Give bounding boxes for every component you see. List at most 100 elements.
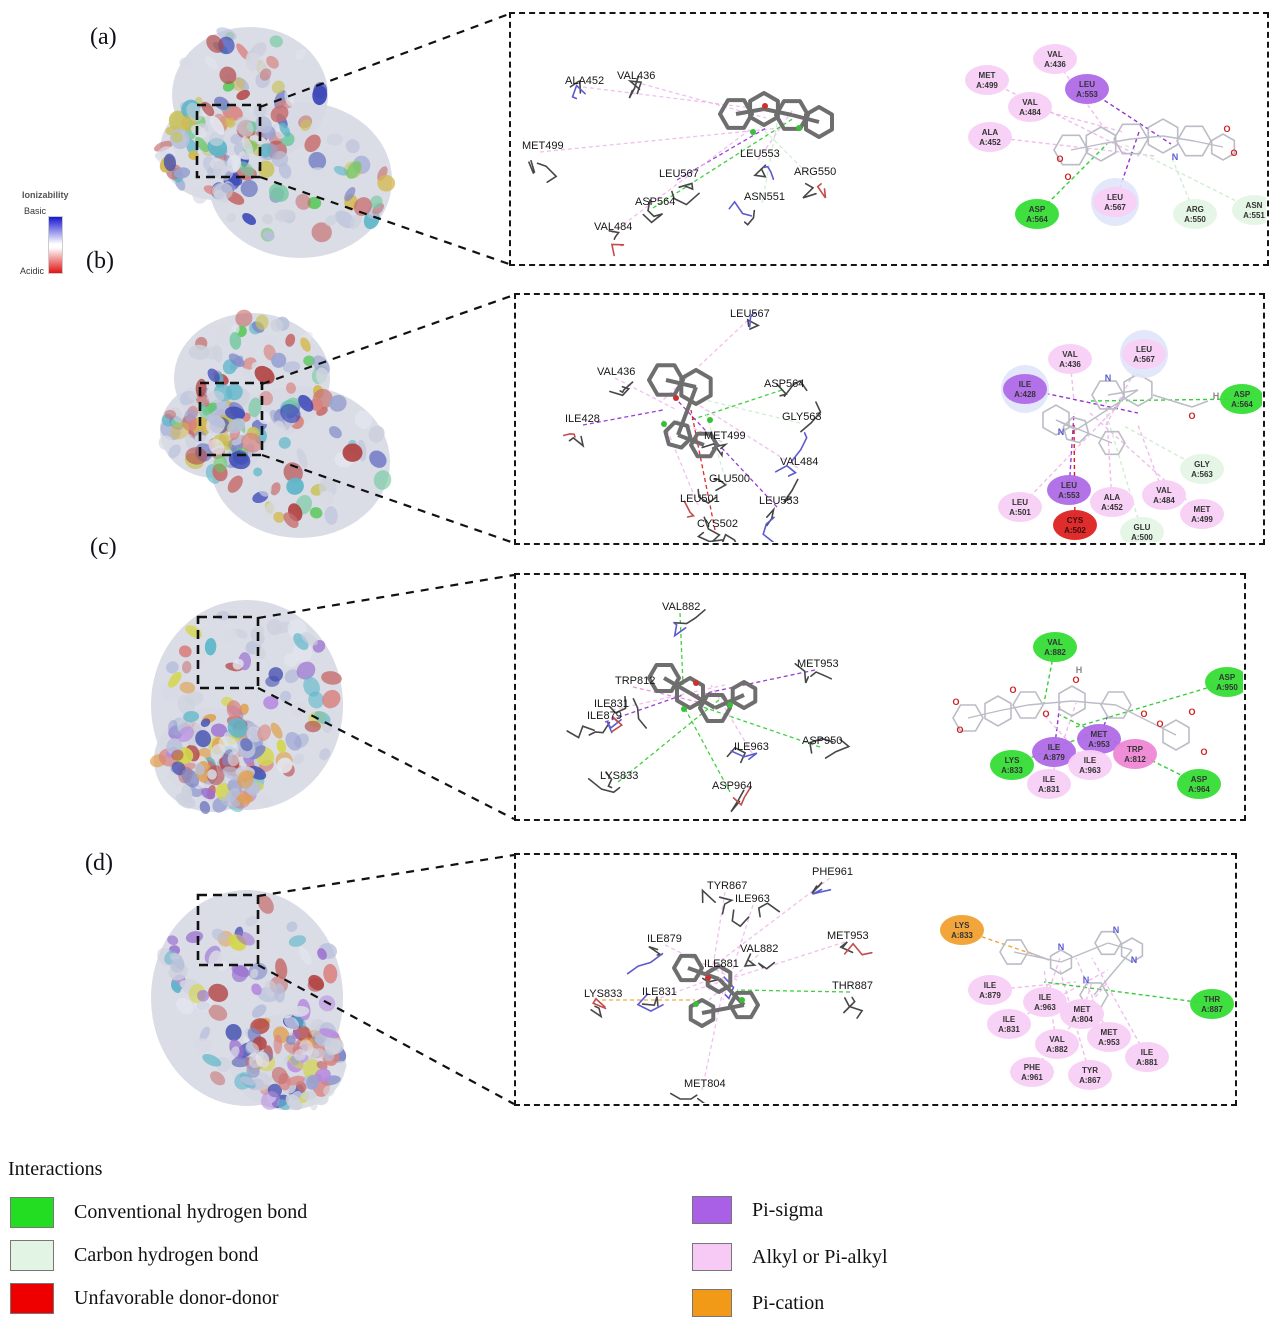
residue-badge-number: A:553 xyxy=(1058,491,1080,500)
legend-swatch-alkyl xyxy=(692,1243,732,1271)
residue-badge-number: A:553 xyxy=(1076,90,1098,99)
legend-swatch-unfavorable xyxy=(10,1283,54,1314)
row-label-d: (d) xyxy=(85,850,113,876)
residue-badge xyxy=(1087,1022,1131,1052)
residue-label-3d: LYS833 xyxy=(600,770,638,782)
legend-label: Carbon hydrogen bond xyxy=(74,1244,259,1266)
residue-badge-number: A:879 xyxy=(1043,753,1065,762)
residue-label-3d: ASP950 xyxy=(802,735,842,747)
residue-badge-number: A:950 xyxy=(1216,683,1238,692)
zoom-connector-d xyxy=(257,853,515,898)
colorbar-title: Ionizability xyxy=(22,190,69,200)
ligand-atom: O xyxy=(1042,709,1049,719)
residue-badge-number: A:564 xyxy=(1231,400,1253,409)
residue-badge xyxy=(1027,769,1071,799)
legend-label: Alkyl or Pi-alkyl xyxy=(752,1245,888,1268)
ligand-atom: O xyxy=(1230,148,1237,158)
residue-badge xyxy=(1015,199,1059,229)
residue-badge-number: A:452 xyxy=(1101,503,1123,512)
residue-badge-number: A:484 xyxy=(1153,496,1175,505)
ligand-atom: H xyxy=(1076,665,1083,675)
zoom-box-b xyxy=(198,381,264,457)
residue-badge-number: A:887 xyxy=(1201,1005,1223,1014)
residue-badge-name: ALA xyxy=(982,128,999,137)
residue-label-3d: ILE879 xyxy=(587,710,622,722)
residue-badge xyxy=(987,1009,1031,1039)
residue-badge-name: LYS xyxy=(955,921,970,930)
residue-badge-name: ASP xyxy=(1191,775,1208,784)
panel-b-3d-view: LEU567VAL436ASP564GLY563ILE428MET499VAL4… xyxy=(562,308,822,542)
residue-badge-number: A:953 xyxy=(1088,740,1110,749)
ionizability-colorbar: Ionizability Basic Acidic xyxy=(20,190,100,290)
ligand-atom: O xyxy=(1140,709,1147,719)
residue-label-3d: ILE428 xyxy=(565,413,600,425)
residue-badge xyxy=(1035,1029,1079,1059)
residue-badge-number: A:804 xyxy=(1071,1015,1093,1024)
legend-swatch-conventional-hbond xyxy=(10,1197,54,1228)
legend-item-pi-sigma: Pi-sigma xyxy=(692,1196,823,1224)
residue-label-3d: GLY563 xyxy=(782,411,822,423)
residue-badge xyxy=(965,65,1009,95)
ligand-atom: O xyxy=(1200,747,1207,757)
residue-label-3d: LEU501 xyxy=(680,493,720,505)
residue-badge-name: LYS xyxy=(1005,756,1020,765)
residue-badge-name: ARG xyxy=(1186,205,1204,214)
protein-surface-d xyxy=(151,890,347,1111)
protein-surface-a xyxy=(154,27,396,258)
residue-badge-name: ILE xyxy=(1084,756,1097,765)
residue-badge xyxy=(990,750,1034,780)
zoom-connector-c xyxy=(257,687,515,820)
residue-label-3d: MET953 xyxy=(797,658,839,670)
residue-badge xyxy=(1048,344,1092,374)
legend-label: Conventional hydrogen bond xyxy=(74,1201,308,1223)
residue-label-3d: ASP564 xyxy=(635,196,675,208)
residue-badge-name: VAL xyxy=(1049,1035,1065,1044)
residue-label-3d: PHE961 xyxy=(812,866,853,878)
residue-badge xyxy=(1032,737,1076,767)
residue-label-3d: LEU567 xyxy=(730,308,770,320)
legend-label: Pi-cation xyxy=(752,1291,825,1314)
residue-badge-name: ASP xyxy=(1234,390,1251,399)
residue-badge-number: A:833 xyxy=(951,931,973,940)
residue-badge-name: LEU xyxy=(1012,498,1028,507)
residue-badge xyxy=(1010,1057,1054,1087)
residue-badge-name: ILE xyxy=(984,981,997,990)
residue-badge-name: MET xyxy=(1074,1005,1091,1014)
residue-badge-number: A:881 xyxy=(1136,1058,1158,1067)
residue-badge xyxy=(1090,487,1134,517)
ligand-atom: O xyxy=(1156,719,1163,729)
residue-badge xyxy=(1113,739,1157,769)
residue-badge xyxy=(1003,374,1047,404)
residue-label-3d: ILE963 xyxy=(735,893,770,905)
residue-label-3d: LEU553 xyxy=(740,148,780,160)
residue-label-3d: MET953 xyxy=(827,930,869,942)
residue-badge-name: ILE xyxy=(1003,1015,1016,1024)
residue-badge-number: A:500 xyxy=(1131,533,1153,542)
residue-badge-name: ALA xyxy=(1104,493,1121,502)
residue-badge-number: A:964 xyxy=(1188,785,1210,794)
residue-label-3d: GLU500 xyxy=(709,473,750,485)
residue-badge xyxy=(1077,724,1121,754)
residue-badge-number: A:501 xyxy=(1009,508,1031,517)
residue-badge-name: PHE xyxy=(1024,1063,1041,1072)
residue-badge xyxy=(1065,74,1109,104)
colorbar-basic-label: Basic xyxy=(24,206,47,216)
residue-badge xyxy=(1180,499,1224,529)
ligand-atom: O xyxy=(1223,124,1230,134)
residue-label-3d: LEU553 xyxy=(759,495,799,507)
zoom-connector-d xyxy=(257,964,515,1105)
residue-badge xyxy=(1047,475,1091,505)
legend-item-unfavorable: Unfavorable donor-donor xyxy=(10,1283,279,1314)
residue-badge-name: GLY xyxy=(1194,460,1210,469)
legend-swatch-carbon-hbond xyxy=(10,1240,54,1271)
residue-badge-number: A:428 xyxy=(1014,390,1036,399)
ligand-atom: N xyxy=(1113,925,1120,935)
residue-badge-name: ILE xyxy=(1048,743,1061,752)
residue-badge-name: ASP xyxy=(1029,205,1046,214)
residue-badge-number: A:567 xyxy=(1104,203,1126,212)
residue-badge-name: MET xyxy=(1091,730,1108,739)
